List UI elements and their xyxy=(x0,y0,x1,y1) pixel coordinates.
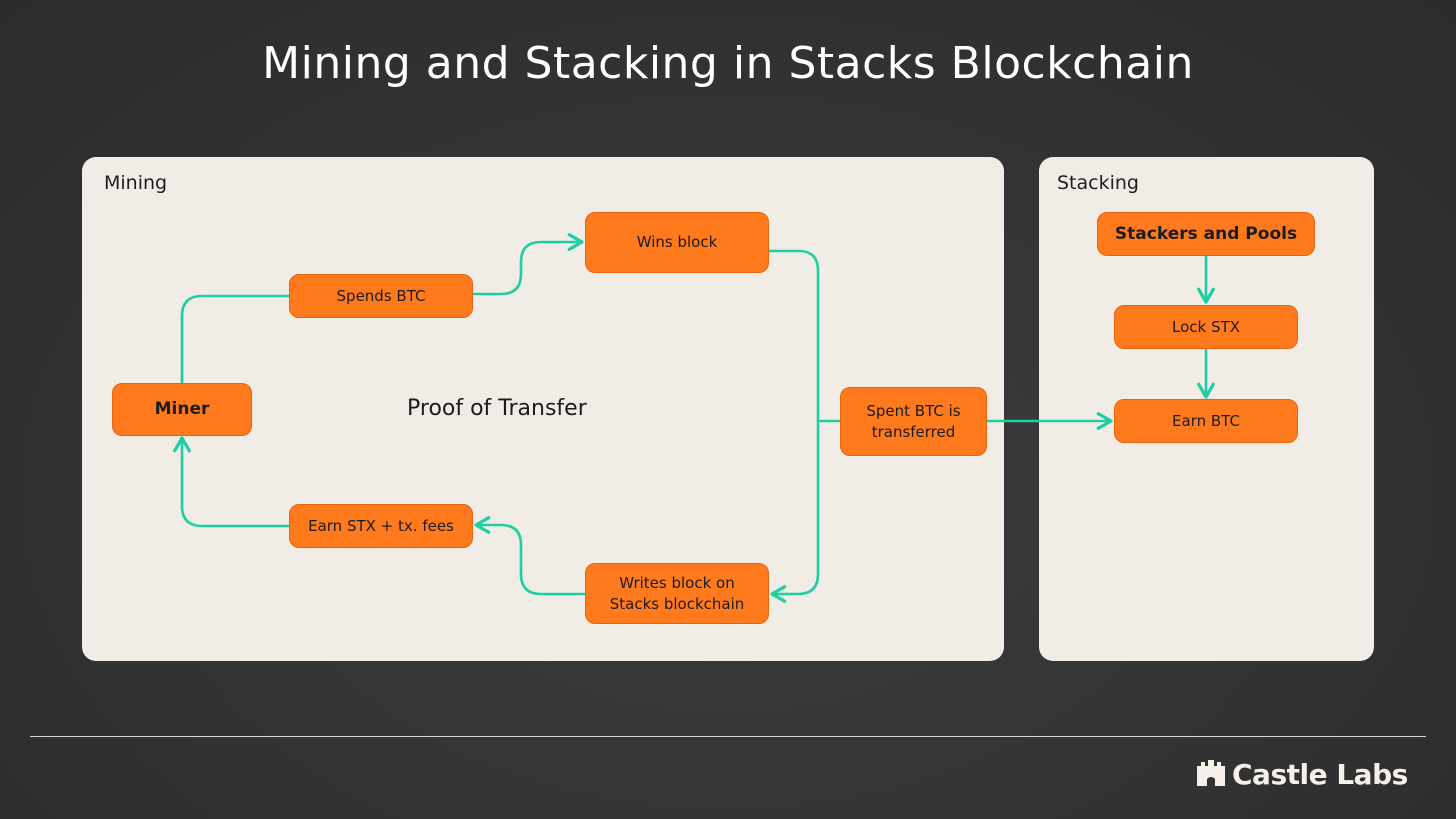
miner-node: Miner xyxy=(112,383,252,436)
connector-wins-to-writes xyxy=(767,249,820,603)
earn-stx-node: Earn STX + tx. fees xyxy=(289,504,473,548)
lock-stx-node: Lock STX xyxy=(1114,305,1298,349)
brand-logo: Castle Labs xyxy=(1196,758,1408,791)
footer-divider xyxy=(30,736,1426,737)
spends-btc-node: Spends BTC xyxy=(289,274,473,318)
brand-name: Castle Labs xyxy=(1232,758,1408,791)
wins-block-node: Wins block xyxy=(585,212,769,273)
stacking-panel-label: Stacking xyxy=(1057,172,1139,194)
connector-spends-to-wins xyxy=(471,233,584,296)
connector-earn-to-miner xyxy=(173,436,292,528)
writes-block-node: Writes block on Stacks blockchain xyxy=(585,563,769,624)
spent-btc-node: Spent BTC is transferred xyxy=(840,387,987,456)
stackers-node: Stackers and Pools xyxy=(1097,212,1315,256)
proof-of-transfer-label: Proof of Transfer xyxy=(407,396,587,421)
connector-miner-to-spends xyxy=(180,294,292,385)
connector-writes-to-earn xyxy=(474,516,587,596)
castle-icon xyxy=(1196,759,1226,790)
page-title: Mining and Stacking in Stacks Blockchain xyxy=(262,38,1194,89)
earn-btc-node: Earn BTC xyxy=(1114,399,1298,443)
mining-panel-label: Mining xyxy=(104,172,168,194)
